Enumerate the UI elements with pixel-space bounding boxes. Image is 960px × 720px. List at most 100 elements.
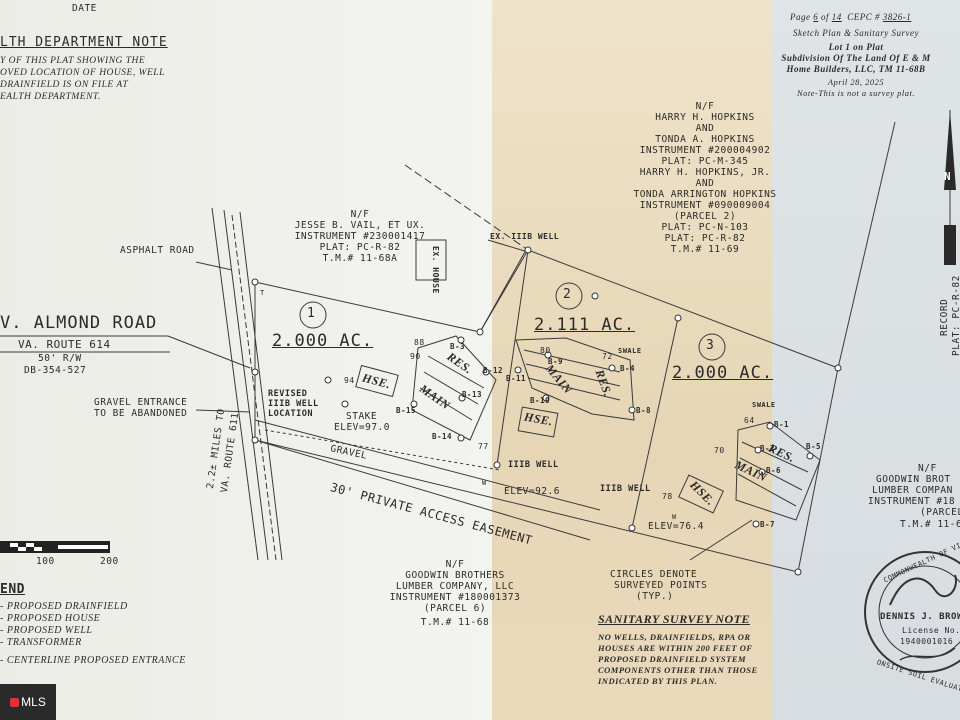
seal-license-number: 1940001016 — [900, 637, 954, 646]
sanitary-note-title: SANITARY SURVEY NOTE — [598, 612, 751, 626]
page-indicator: Page 6 of 14 CEPC # 3826-1 — [790, 12, 912, 22]
existing-house-label: EX. HOUSE — [431, 246, 440, 294]
road-right-of-way: 50' R/W — [38, 353, 82, 364]
owner-goodwin-line-2: LUMBER COMPANY, LLC — [395, 581, 515, 592]
well-lot-3-label: IIIB WELL — [600, 484, 651, 494]
owner-hopkins-line-8: TONDA ARRINGTON HOPKINS — [633, 189, 777, 200]
point-b10: B-10 — [530, 396, 551, 405]
gravel-entrance-line-2: TO BE ABANDONED — [94, 408, 188, 419]
owner-goodwin-east-line-3: INSTRUMENT #18 — [868, 496, 956, 507]
revised-well-line-3: LOCATION — [268, 409, 313, 419]
elevation-lot-3: ELEV=76.4 — [648, 521, 704, 532]
point-b6: B-6 — [766, 466, 782, 475]
owner-hopkins-line-10: (PARCEL 2) — [673, 211, 737, 222]
health-note-title: LTH DEPARTMENT NOTE — [0, 35, 168, 50]
legend-transformer: - TRANSFORMER — [0, 637, 82, 648]
sanitary-note-line-1: NO WELLS, DRAINFIELDS, RPA OR — [598, 632, 751, 642]
owner-hopkins-line-3: TONDA A. HOPKINS — [655, 134, 755, 145]
owner-hopkins-line-13: T.M.# 11-69 — [670, 244, 740, 255]
health-note-line-2: OVED LOCATION OF HOUSE, WELL — [0, 68, 165, 78]
owner-hopkins-line-12: PLAT: PC-R-82 — [664, 233, 746, 244]
document-date: April 28, 2025 — [827, 77, 885, 87]
owner-hopkins-line-7: AND — [695, 178, 715, 189]
legend-drainfield: - PROPOSED DRAINFIELD — [0, 601, 128, 612]
seal-license-label: License No. — [902, 626, 960, 635]
well-marker-lot-2: W — [482, 479, 487, 487]
road-name: V. ALMOND ROAD — [0, 313, 158, 333]
stake-label: STAKE — [346, 411, 378, 422]
legend-well: - PROPOSED WELL — [0, 625, 93, 636]
plat-sheet-middle — [492, 0, 772, 720]
subject-subdivision: Subdivision Of The Land Of E & M — [781, 53, 931, 63]
sanitary-note-line-3: PROPOSED DRAINFIELD SYSTEM — [598, 654, 747, 664]
owner-goodwin-line-4: (PARCEL 6) — [423, 603, 487, 614]
scale-200: 200 — [100, 556, 119, 567]
owner-vail-name: JESSE B. VAIL, ET UX. — [294, 220, 426, 231]
contour-72: 72 — [602, 352, 613, 361]
swale-lot-3: SWALE — [752, 401, 776, 409]
point-b5: B-5 — [806, 442, 822, 451]
revised-well-line-2: IIIB WELL — [268, 399, 319, 409]
owner-goodwin-nf: N/F — [445, 559, 465, 570]
contour-90: 90 — [410, 352, 421, 361]
owner-hopkins-line-2: AND — [695, 123, 715, 134]
owner-hopkins-line-6: HARRY H. HOPKINS, JR. — [639, 167, 771, 178]
elevation-lot-2: ELEV=92.6 — [504, 486, 560, 497]
point-b12: B-12 — [483, 366, 504, 375]
point-b2: B-2 — [760, 444, 776, 453]
owner-hopkins-line-4: INSTRUMENT #200004902 — [639, 145, 771, 156]
owner-goodwin-line-1: GOODWIN BROTHERS — [405, 570, 505, 581]
well-marker-lot-3: W — [672, 513, 677, 521]
contour-88: 88 — [414, 338, 425, 347]
sanitary-note-line-5: INDICATED BY THIS PLAN. — [598, 676, 718, 686]
point-b13: B-13 — [462, 390, 483, 399]
point-b8: B-8 — [636, 406, 652, 415]
subject-lot: Lot 1 on Plat — [828, 42, 884, 52]
record-plat-label: PLAT: PC-R-82 — [951, 275, 960, 356]
lot-1-number: 1 — [307, 306, 316, 321]
document-type: Sketch Plan & Sanitary Survey — [793, 28, 919, 38]
contour-77: 77 — [478, 442, 489, 451]
contour-94: 94 — [344, 376, 355, 385]
contour-70: 70 — [714, 446, 725, 455]
sanitary-note-line-2: HOUSES ARE WITHIN 200 FEET OF — [598, 643, 753, 653]
lot-2-number: 2 — [563, 287, 572, 302]
owner-goodwin-east-line-1: GOODWIN BROT — [876, 474, 951, 485]
lot-2-area: 2.111 AC. — [534, 315, 636, 335]
circles-note-line-1: CIRCLES DENOTE — [610, 569, 698, 580]
point-b14: B-14 — [432, 432, 453, 441]
owner-goodwin-east-line-2: LUMBER COMPAN — [872, 485, 953, 496]
point-b3: B-3 — [450, 342, 466, 351]
contour-80: 80 — [540, 346, 551, 355]
point-b11: B-11 — [506, 374, 527, 383]
owner-hopkins-line-5: PLAT: PC-M-345 — [661, 156, 749, 167]
lot-3-number: 3 — [706, 338, 715, 353]
stake-elevation: ELEV=97.0 — [334, 422, 390, 433]
lot-1-area: 2.000 AC. — [272, 331, 374, 351]
owner-vail-instrument: INSTRUMENT #230001417 — [294, 231, 426, 242]
existing-well-label: EX. IIIB WELL — [490, 232, 560, 241]
mls-brand: MLS — [21, 695, 46, 709]
legend-title: END — [0, 582, 25, 597]
subject-builder: Home Builders, LLC, TM 11-68B — [786, 64, 926, 74]
owner-goodwin-line-5: T.M.# 11-68 — [420, 617, 490, 628]
revised-well-line-1: REVISED — [268, 389, 308, 399]
owner-vail-tm: T.M.# 11-68A — [322, 253, 398, 264]
road-route: VA. ROUTE 614 — [18, 338, 111, 351]
owner-goodwin-east-line-5: T.M.# 11-6 — [900, 519, 960, 530]
gravel-entrance-line-1: GRAVEL ENTRANCE — [94, 397, 188, 408]
owner-hopkins-line-11: PLAT: PC-N-103 — [661, 222, 749, 233]
seal-name: DENNIS J. BROW — [880, 612, 960, 622]
plat-sheet-left — [0, 0, 492, 720]
circles-note-line-2: SURVEYED POINTS — [614, 580, 708, 591]
owner-goodwin-line-3: INSTRUMENT #180001373 — [389, 592, 521, 603]
owner-hopkins-line-1: HARRY H. HOPKINS — [655, 112, 755, 123]
record-label: RECORD — [939, 298, 950, 336]
point-b1: B-1 — [774, 420, 790, 429]
date-label: DATE — [72, 3, 97, 14]
owner-goodwin-east-line-4: (PARCEL 6 — [920, 507, 960, 518]
legend-house: - PROPOSED HOUSE — [0, 613, 101, 624]
point-b7: B-7 — [760, 520, 776, 529]
circles-note-line-3: (TYP.) — [636, 591, 674, 602]
